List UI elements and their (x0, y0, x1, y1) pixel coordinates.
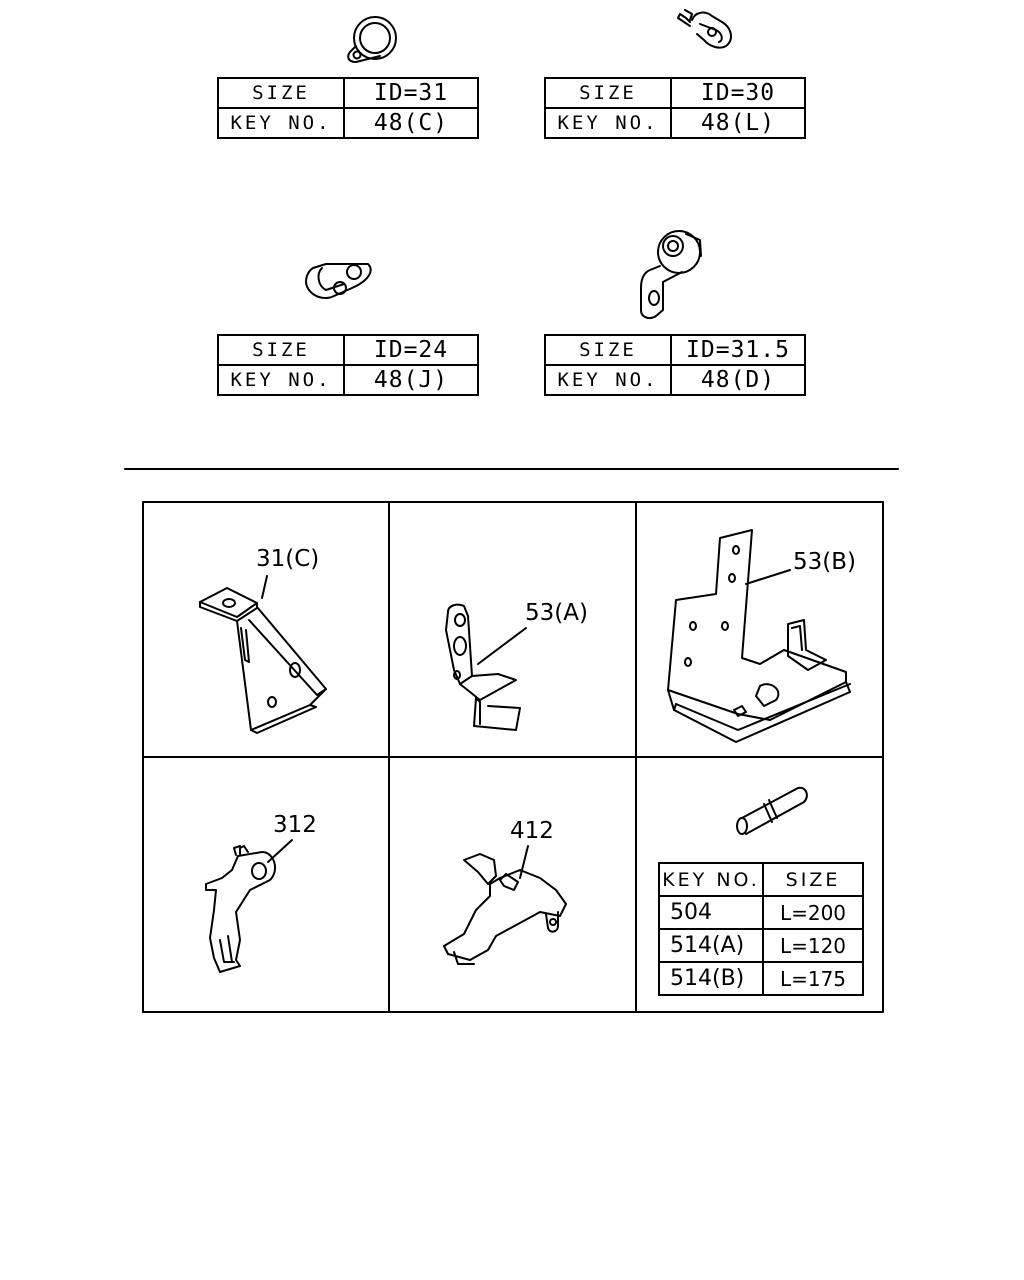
offset-clamp-icon (640, 230, 702, 319)
plate-bracket-icon (667, 529, 851, 743)
key-label: KEY NO. (544, 107, 672, 139)
triangular-bracket-icon (199, 575, 327, 734)
size-label: SIZE (217, 77, 345, 109)
key-value: 48(J) (343, 364, 479, 396)
hose-icon (736, 786, 808, 835)
hose-size-table: KEY NO. SIZE 504 L=200 514(A) L=120 514(… (658, 862, 864, 996)
size-label: SIZE (544, 77, 672, 109)
part-label-53a: 53(A) (525, 600, 588, 626)
key-label: KEY NO. (217, 107, 345, 139)
part-label-53b: 53(B) (793, 549, 856, 575)
key-label: KEY NO. (544, 364, 672, 396)
part-label-31c: 31(C) (256, 546, 320, 572)
size-value: ID=30 (670, 77, 806, 109)
part-label-312: 312 (273, 812, 317, 838)
key-value: 48(C) (343, 107, 479, 139)
parts-grid (142, 501, 884, 1013)
size-label: SIZE (544, 334, 672, 366)
hose-header-size: SIZE (762, 862, 864, 897)
size-value: ID=31 (343, 77, 479, 109)
clip-table-48j: SIZE ID=24 KEY NO. 48(J) (217, 334, 479, 396)
spring-clip-icon (677, 9, 732, 49)
key-label: KEY NO. (217, 364, 345, 396)
hose-key-cell: 514(B) (658, 961, 764, 996)
clip-table-48l: SIZE ID=30 KEY NO. 48(L) (544, 77, 806, 139)
size-value: ID=24 (343, 334, 479, 366)
hose-key-cell: 504 (658, 895, 764, 930)
bridge-bracket-icon (443, 845, 567, 965)
hose-size-cell: L=120 (762, 928, 864, 963)
hose-size-cell: L=200 (762, 895, 864, 930)
size-value: ID=31.5 (670, 334, 806, 366)
hose-key-cell: 514(A) (658, 928, 764, 963)
part-label-412: 412 (510, 818, 554, 844)
size-label: SIZE (217, 334, 345, 366)
clip-table-48c: SIZE ID=31 KEY NO. 48(C) (217, 77, 479, 139)
table-row: 514(B) L=175 (658, 961, 864, 996)
p-clamp-icon (347, 16, 397, 63)
hook-bracket-icon (445, 603, 527, 731)
table-row: 504 L=200 (658, 895, 864, 930)
table-row: 514(A) L=120 (658, 928, 864, 963)
hose-header-key: KEY NO. (658, 862, 764, 897)
key-value: 48(L) (670, 107, 806, 139)
flat-clamp-icon (305, 263, 372, 299)
lever-bracket-icon (205, 839, 293, 973)
clip-table-48d: SIZE ID=31.5 KEY NO. 48(D) (544, 334, 806, 396)
key-value: 48(D) (670, 364, 806, 396)
hose-size-cell: L=175 (762, 961, 864, 996)
